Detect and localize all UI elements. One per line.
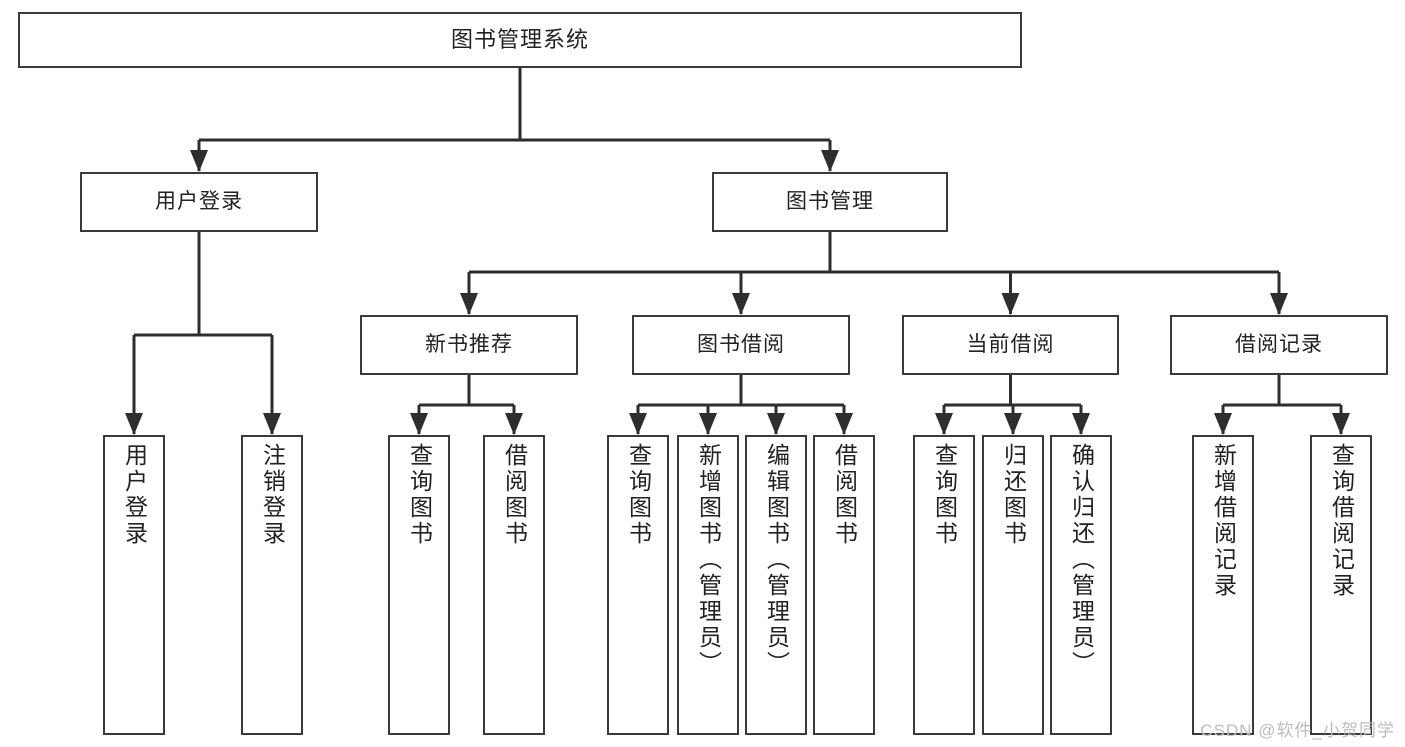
node-leaf-edit-book[interactable]: 编辑图书（管理员） [745,435,807,735]
node-label: 借阅图书 [501,443,528,547]
node-label: 确认归还（管理员） [1068,443,1095,677]
arrowhead-icon [732,293,750,315]
node-leaf-query-record[interactable]: 查询借阅记录 [1310,435,1372,735]
node-label: 查询图书 [931,443,958,547]
node-label: 用户登录 [121,443,148,547]
arrowhead-icon [190,150,208,172]
node-root[interactable]: 图书管理系统 [18,12,1022,68]
node-leaf-return-book[interactable]: 归还图书 [982,435,1044,735]
node-leaf-query-book-1[interactable]: 查询图书 [388,435,450,735]
arrowhead-icon [1072,413,1090,435]
node-label: 新增图书（管理员） [695,443,722,677]
node-label: 编辑图书（管理员） [763,443,790,677]
arrowhead-icon [1001,293,1020,315]
arrowhead-icon [767,413,785,435]
node-label: 借阅图书 [831,443,858,547]
arrowhead-icon [935,413,953,435]
node-label: 图书管理系统 [450,27,589,53]
node-leaf-add-book[interactable]: 新增图书（管理员） [677,435,739,735]
node-new-book-rec[interactable]: 新书推荐 [360,315,578,375]
arrowhead-icon [1214,413,1232,435]
arrowhead-icon [263,413,281,435]
node-current-borrow[interactable]: 当前借阅 [902,315,1119,375]
node-label: 用户登录 [155,189,243,213]
arrowhead-icon [629,413,647,435]
node-leaf-logout[interactable]: 注销登录 [241,435,303,735]
arrowhead-icon [505,413,523,435]
arrowhead-icon [1004,413,1022,435]
node-label: 归还图书 [1000,443,1027,547]
node-label: 图书管理 [786,189,874,213]
node-leaf-add-record[interactable]: 新增借阅记录 [1192,435,1254,735]
node-leaf-query-book-2[interactable]: 查询图书 [607,435,669,735]
node-label: 查询借阅记录 [1328,443,1355,599]
node-label: 查询图书 [625,443,652,547]
arrowhead-icon [125,413,143,435]
node-label: 新增借阅记录 [1210,443,1237,599]
arrowhead-icon [1270,293,1288,315]
arrowhead-icon [410,413,428,435]
arrowhead-icon [699,413,717,435]
node-leaf-borrow-book-1[interactable]: 借阅图书 [483,435,545,735]
node-book-manage[interactable]: 图书管理 [712,172,948,232]
node-borrow-record[interactable]: 借阅记录 [1170,315,1388,375]
node-label: 图书借阅 [697,332,785,356]
node-label: 注销登录 [259,443,286,547]
node-label: 当前借阅 [966,332,1055,356]
arrowhead-icon [835,413,853,435]
node-label: 查询图书 [406,443,433,547]
node-leaf-query-book-3[interactable]: 查询图书 [913,435,975,735]
arrowhead-icon [460,293,478,315]
node-leaf-confirm-ret[interactable]: 确认归还（管理员） [1050,435,1112,735]
node-label: 借阅记录 [1235,332,1323,356]
node-leaf-user-login[interactable]: 用户登录 [103,435,165,735]
node-book-borrow[interactable]: 图书借阅 [632,315,850,375]
node-leaf-borrow-book-2[interactable]: 借阅图书 [813,435,875,735]
node-user-login[interactable]: 用户登录 [80,172,318,232]
node-label: 新书推荐 [425,332,513,356]
arrowhead-icon [1332,413,1350,435]
arrowhead-icon [821,150,839,172]
watermark: CSDN @软件_小贺同学 [1200,721,1395,740]
